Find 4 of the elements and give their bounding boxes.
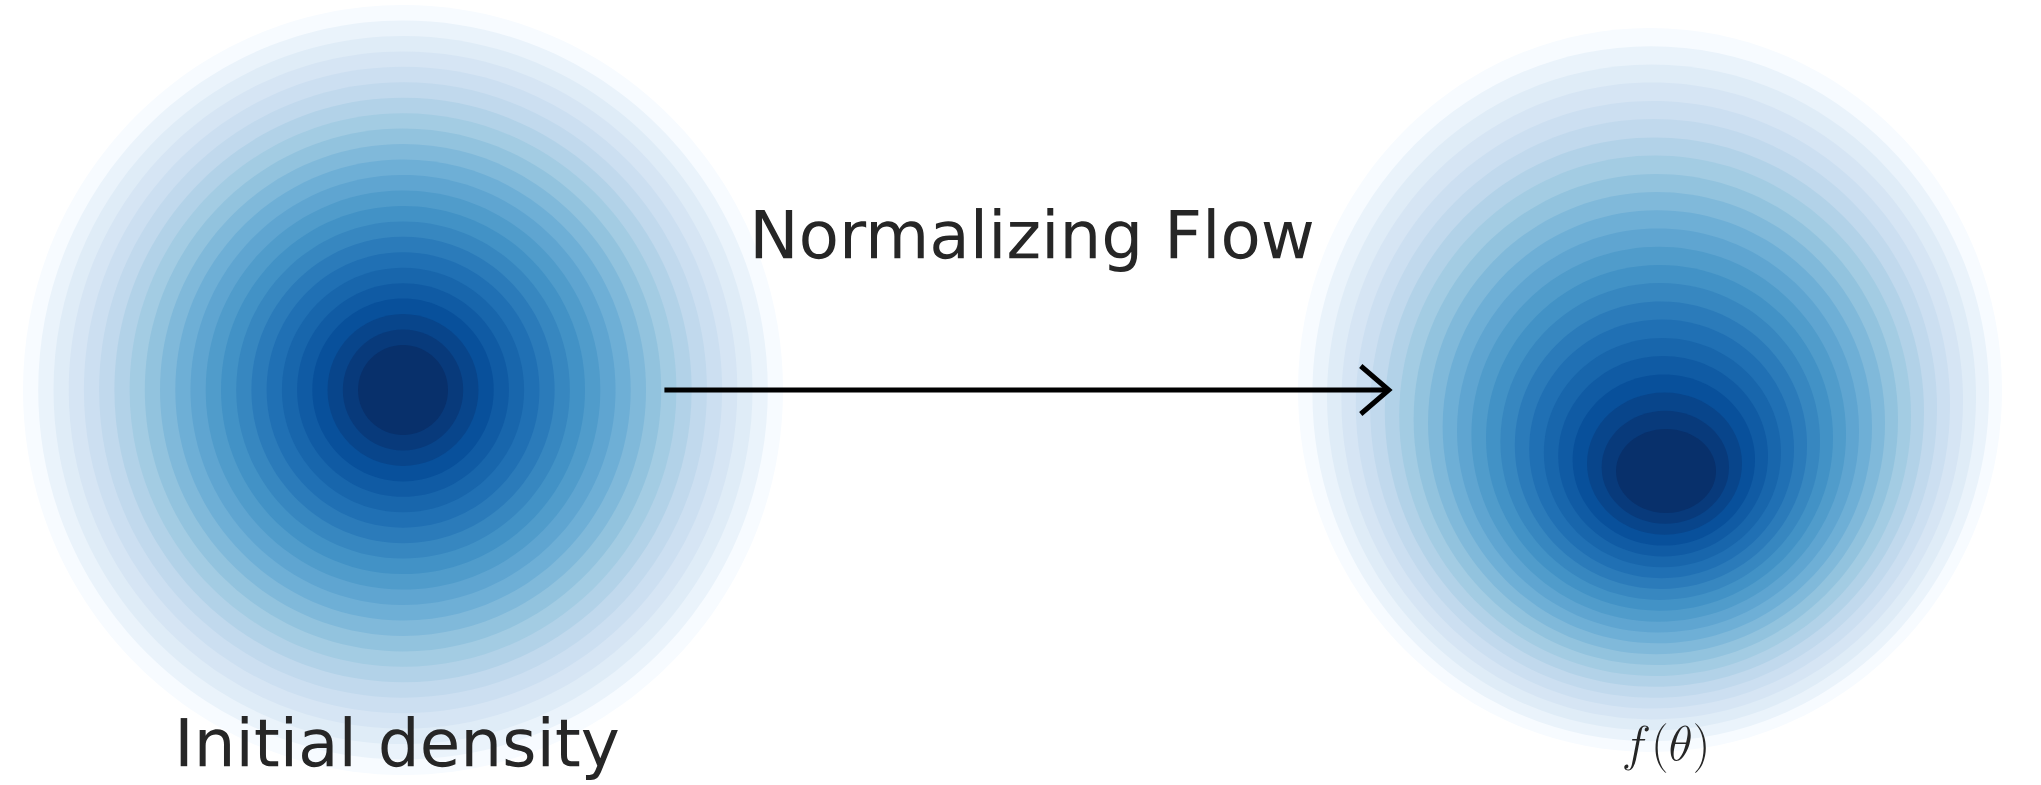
edge-label: Normalizing Flow <box>755 208 1312 272</box>
density-label: $f(\theta)$ <box>1624 723 1706 773</box>
density-label: Initial density <box>180 716 618 780</box>
arrow <box>664 364 1393 416</box>
